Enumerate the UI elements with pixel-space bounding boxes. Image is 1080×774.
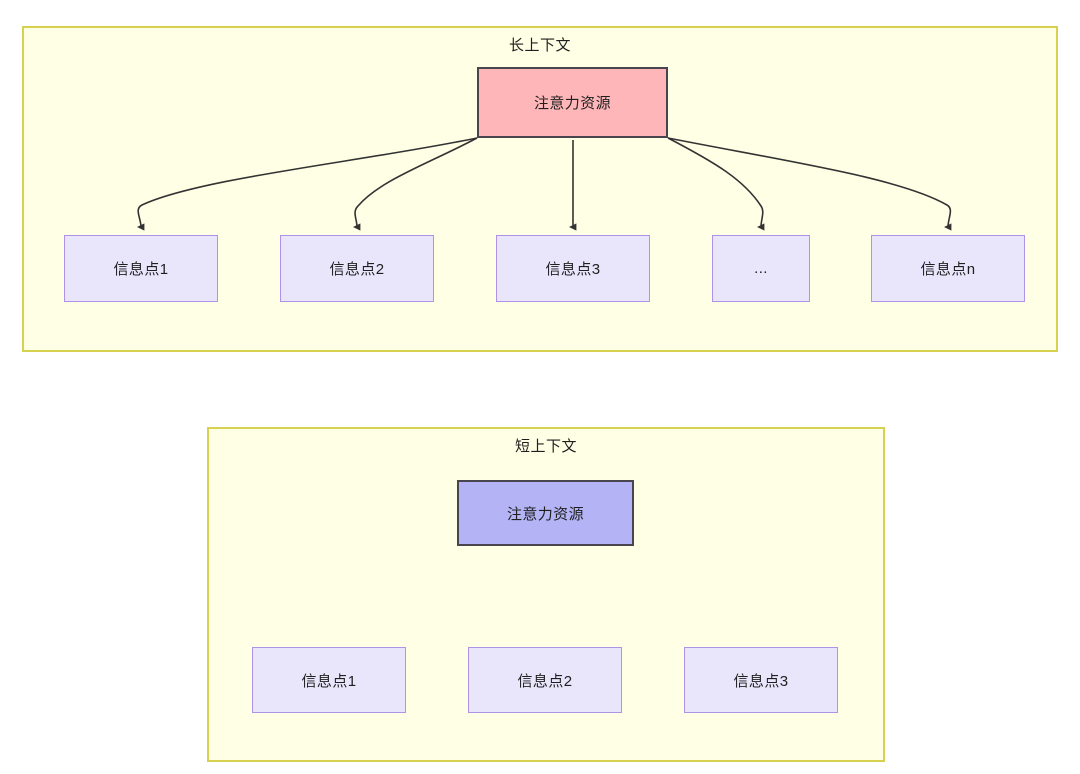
node-short-root[interactable]: 注意力资源 (457, 480, 634, 546)
node-long-info-1[interactable]: 信息点1 (64, 235, 218, 302)
node-long-info-n[interactable]: 信息点n (871, 235, 1025, 302)
node-long-info-2-label: 信息点2 (329, 261, 385, 278)
node-long-root[interactable]: 注意力资源 (477, 67, 668, 138)
node-long-info-ellipsis-label: ... (754, 260, 768, 277)
node-short-info-2-label: 信息点2 (517, 672, 573, 690)
node-long-root-label: 注意力资源 (533, 95, 611, 112)
panel-short-context-title: 短上下文 (514, 438, 577, 455)
node-long-info-3-label: 信息点3 (545, 261, 601, 278)
node-short-info-1-label: 信息点1 (301, 672, 357, 690)
node-long-info-n-label: 信息点n (920, 261, 976, 278)
node-short-root-label: 注意力资源 (506, 505, 584, 523)
node-short-info-3[interactable]: 信息点3 (684, 647, 838, 713)
node-long-info-3[interactable]: 信息点3 (496, 235, 650, 302)
node-long-info-1-label: 信息点1 (113, 261, 169, 278)
node-long-info-ellipsis[interactable]: ... (712, 235, 810, 302)
panel-long-context-title: 长上下文 (508, 37, 571, 54)
node-short-info-1[interactable]: 信息点1 (252, 647, 406, 713)
node-short-info-3-label: 信息点3 (733, 672, 789, 690)
node-long-info-2[interactable]: 信息点2 (280, 235, 434, 302)
node-short-info-2[interactable]: 信息点2 (468, 647, 622, 713)
